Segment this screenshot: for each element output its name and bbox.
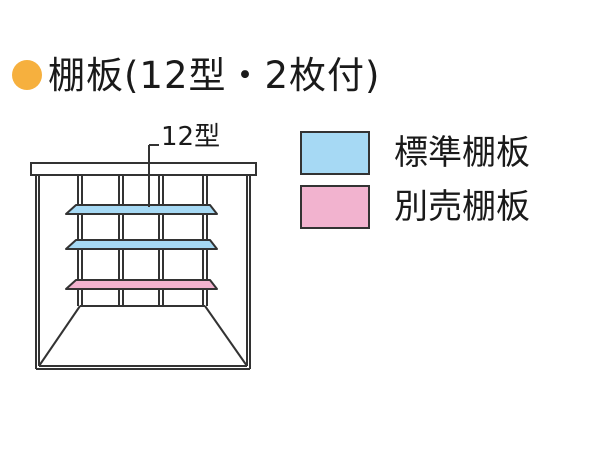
callout-label-12-type: 12型 (161, 122, 221, 152)
shelf-optional-bottom (65, 279, 218, 290)
legend-item-optional: 別売棚板 (300, 185, 530, 229)
bullet-dot-icon (12, 60, 42, 90)
legend-label-optional: 別売棚板 (394, 187, 530, 227)
legend-item-standard: 標準棚板 (300, 131, 530, 175)
perspective-bottom-right (204, 305, 248, 367)
legend-swatch-standard (300, 131, 370, 175)
page-title-row: 棚板(12型・2枚付) (12, 50, 381, 100)
shelf-standard-top (65, 204, 218, 215)
page-title: 棚板(12型・2枚付) (48, 53, 381, 97)
legend-label-standard: 標準棚板 (394, 133, 530, 173)
perspective-bottom-left (38, 305, 81, 367)
shelf-standard-middle (65, 239, 218, 250)
shed-roof (30, 162, 257, 176)
legend-swatch-optional (300, 185, 370, 229)
